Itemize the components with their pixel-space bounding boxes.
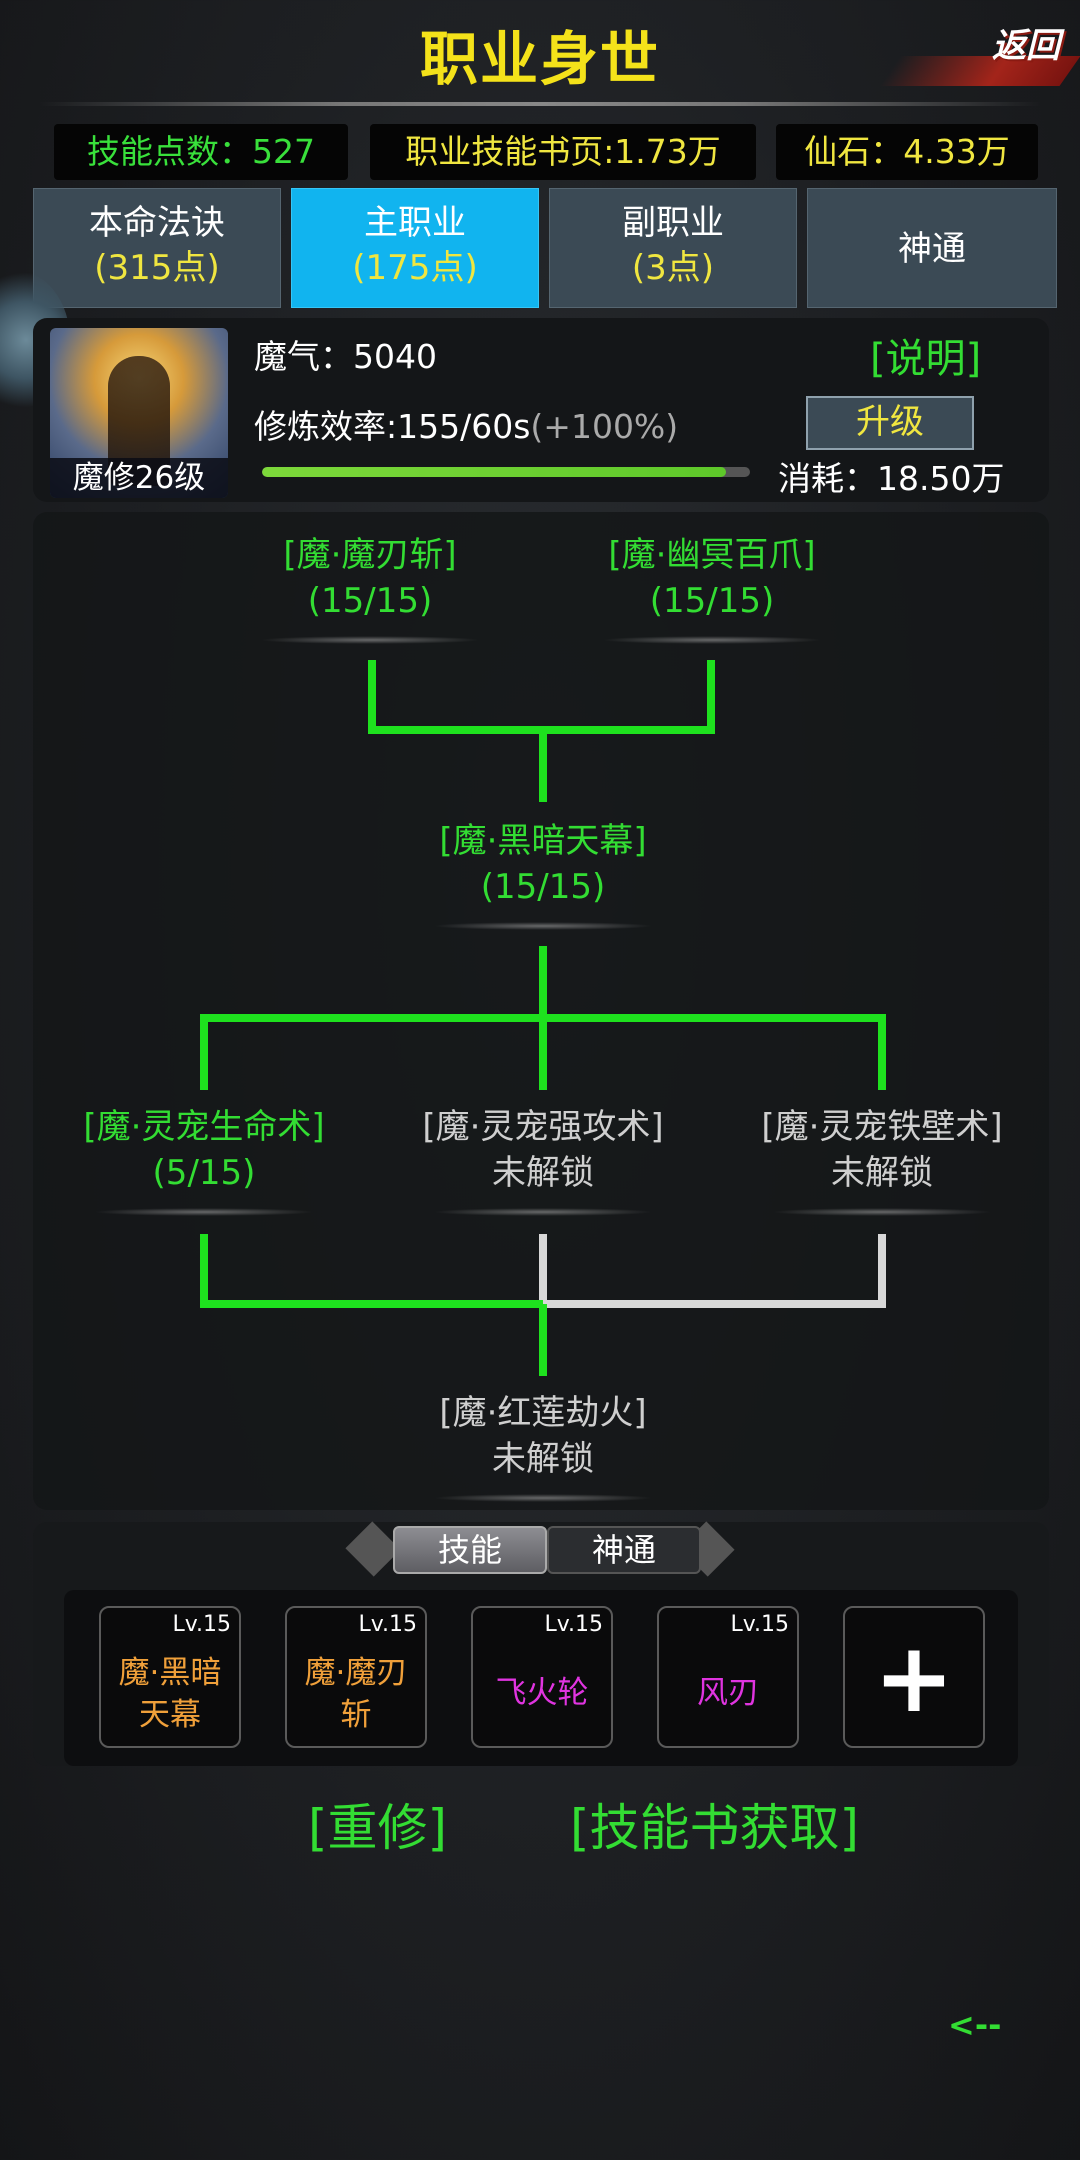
node-underline <box>433 1494 653 1502</box>
tab-label: 本命法诀 <box>89 203 225 243</box>
skill-status: (15/15) <box>307 581 433 621</box>
cultivation-progress-bar <box>262 467 750 477</box>
get-skill-book-button[interactable]: [技能书获取] <box>570 1799 860 1857</box>
back-button[interactable]: 返回 <box>879 14 1080 94</box>
skill-slot-level: Lv.15 <box>544 1612 603 1637</box>
tab-shentong[interactable]: 神通 <box>807 188 1057 308</box>
tree-connector <box>878 1014 886 1090</box>
explain-button[interactable]: [说明] <box>870 336 982 382</box>
tree-connector <box>707 660 715 734</box>
tab-label: 副职业 <box>622 203 724 243</box>
skill-node-hong-lian-jie-huo[interactable]: [魔·红莲劫火] 未解锁 <box>413 1390 673 1482</box>
skill-points-stat: 技能点数：527 <box>54 124 348 180</box>
skill-book-stat: 职业技能书页:1.73万 <box>370 124 756 180</box>
node-underline <box>94 1208 314 1216</box>
skill-name: [魔·魔刃斩] <box>283 535 457 575</box>
tree-connector <box>539 1304 547 1376</box>
tree-connector <box>200 1234 208 1308</box>
skill-slot[interactable]: Lv.15 魔·魔刃斩 <box>285 1606 427 1748</box>
skill-name: [魔·幽冥百爪] <box>608 535 816 575</box>
skill-node-ling-chong-sheng-ming[interactable]: [魔·灵宠生命术] (5/15) <box>54 1104 354 1196</box>
skill-node-you-ming-bai-zhua[interactable]: [魔·幽冥百爪] (15/15) <box>570 532 854 624</box>
toggle-skill[interactable]: 技能 <box>393 1526 547 1574</box>
page-title: 职业身世 <box>419 25 660 93</box>
skill-slot-level: Lv.15 <box>730 1612 789 1637</box>
tree-connector <box>200 1014 208 1090</box>
skill-name: [魔·黑暗天幕] <box>439 821 647 861</box>
header-divider <box>40 102 1040 106</box>
skill-node-mo-ren-zhan[interactable]: [魔·魔刃斩] (15/15) <box>240 532 500 624</box>
skill-name: [魔·灵宠生命术] <box>83 1107 325 1147</box>
character-level: 魔修26级 <box>50 458 228 498</box>
immortal-stone-stat: 仙石：4.33万 <box>776 124 1038 180</box>
tree-connector <box>543 1300 886 1308</box>
tab-sub-job[interactable]: 副职业 (3点) <box>549 188 797 308</box>
skill-slot-name: 飞火轮 <box>495 1675 589 1711</box>
upgrade-button[interactable]: 升级 <box>806 396 974 450</box>
skill-slot-level: Lv.15 <box>172 1612 231 1637</box>
tab-main-job[interactable]: 主职业 (175点) <box>291 188 539 308</box>
tab-points: (315点) <box>94 248 220 288</box>
node-underline <box>602 636 822 644</box>
node-underline <box>433 1208 653 1216</box>
skill-name: [魔·灵宠铁壁术] <box>761 1107 1003 1147</box>
tree-connector <box>368 660 376 734</box>
cultivation-rate: 修炼效率:155/60s(+100%) <box>254 400 678 448</box>
node-underline <box>260 636 480 644</box>
tree-connector <box>539 1234 547 1308</box>
upgrade-cost: 消耗：18.50万 <box>778 459 1005 498</box>
skill-node-hei-an-tian-mu[interactable]: [魔·黑暗天幕] (15/15) <box>413 818 673 910</box>
skill-node-ling-chong-tie-bi[interactable]: [魔·灵宠铁壁术] 未解锁 <box>732 1104 1032 1196</box>
back-arrow-button[interactable]: <-- <box>948 2006 1002 2044</box>
tab-points: (175点) <box>352 248 478 288</box>
magic-energy: 魔气：5040 <box>254 337 437 376</box>
progress-fill <box>262 467 726 477</box>
skill-status: (15/15) <box>480 867 606 907</box>
skill-status: 未解锁 <box>492 1153 594 1193</box>
skill-slot[interactable]: Lv.15 魔·黑暗天幕 <box>99 1606 241 1748</box>
skill-slot-level: Lv.15 <box>358 1612 417 1637</box>
skill-slot[interactable]: Lv.15 飞火轮 <box>471 1606 613 1748</box>
tree-connector <box>200 1014 886 1022</box>
tab-label: 主职业 <box>364 203 466 243</box>
skill-type-toggle: 技能 神通 <box>345 1521 735 1577</box>
tab-label: 神通 <box>898 229 966 269</box>
skill-status: (15/15) <box>649 581 775 621</box>
node-underline <box>772 1208 992 1216</box>
skill-status: (5/15) <box>152 1153 256 1193</box>
tab-points: (3点) <box>631 248 715 288</box>
node-underline <box>433 922 653 930</box>
avatar: 魔修26级 <box>50 328 228 498</box>
back-label: 返回 <box>992 26 1060 66</box>
skill-slot-name: 魔·黑暗天幕 <box>118 1655 222 1733</box>
plus-icon: + <box>873 1622 955 1734</box>
skill-status: 未解锁 <box>831 1153 933 1193</box>
rate-bonus: (+100%) <box>530 407 679 446</box>
skill-slot-name: 魔·魔刃斩 <box>304 1655 408 1733</box>
skill-slot-name: 风刃 <box>697 1675 759 1711</box>
skill-node-ling-chong-qiang-gong[interactable]: [魔·灵宠强攻术] 未解锁 <box>393 1104 693 1196</box>
rate-value: 修炼效率:155/60s <box>254 407 531 446</box>
toggle-shentong[interactable]: 神通 <box>547 1526 701 1574</box>
tab-benming[interactable]: 本命法诀 (315点) <box>33 188 281 308</box>
skill-name: [魔·灵宠强攻术] <box>422 1107 664 1147</box>
reset-button[interactable]: [重修] <box>308 1799 448 1857</box>
skill-slot[interactable]: Lv.15 风刃 <box>657 1606 799 1748</box>
add-skill-button[interactable]: + <box>843 1606 985 1748</box>
tree-connector <box>878 1234 886 1308</box>
tree-connector <box>539 730 547 802</box>
skill-name: [魔·红莲劫火] <box>439 1393 647 1433</box>
tree-connector <box>200 1300 547 1308</box>
skill-status: 未解锁 <box>492 1439 594 1479</box>
